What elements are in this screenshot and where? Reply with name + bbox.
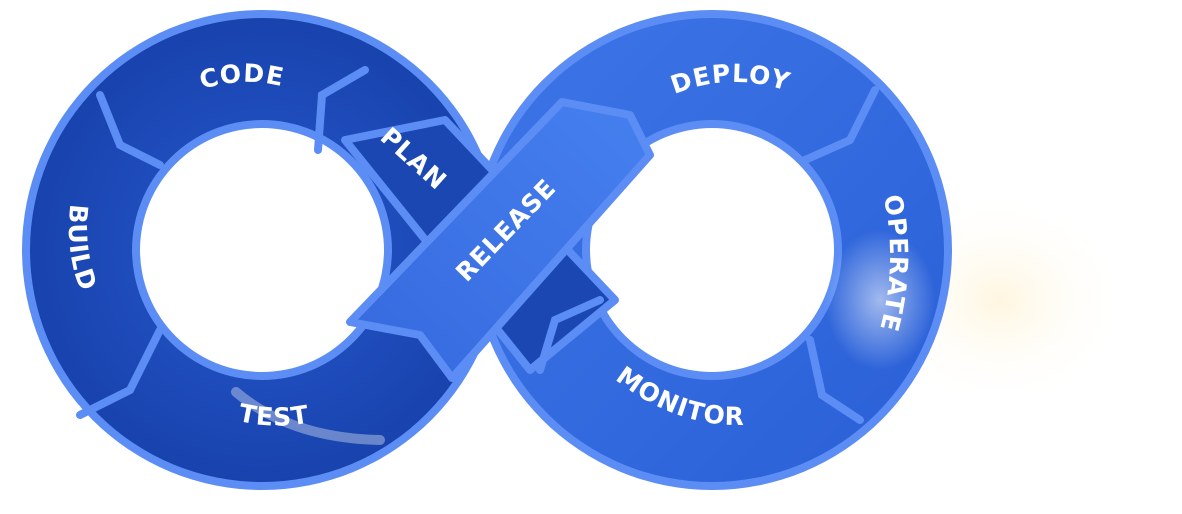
release-band — [346, 98, 654, 382]
left-dividers — [76, 66, 369, 419]
shine-highlight — [825, 230, 935, 370]
stage-label-test: TEST — [237, 398, 312, 432]
test-swoosh — [231, 387, 385, 445]
right-dividers — [536, 86, 879, 424]
